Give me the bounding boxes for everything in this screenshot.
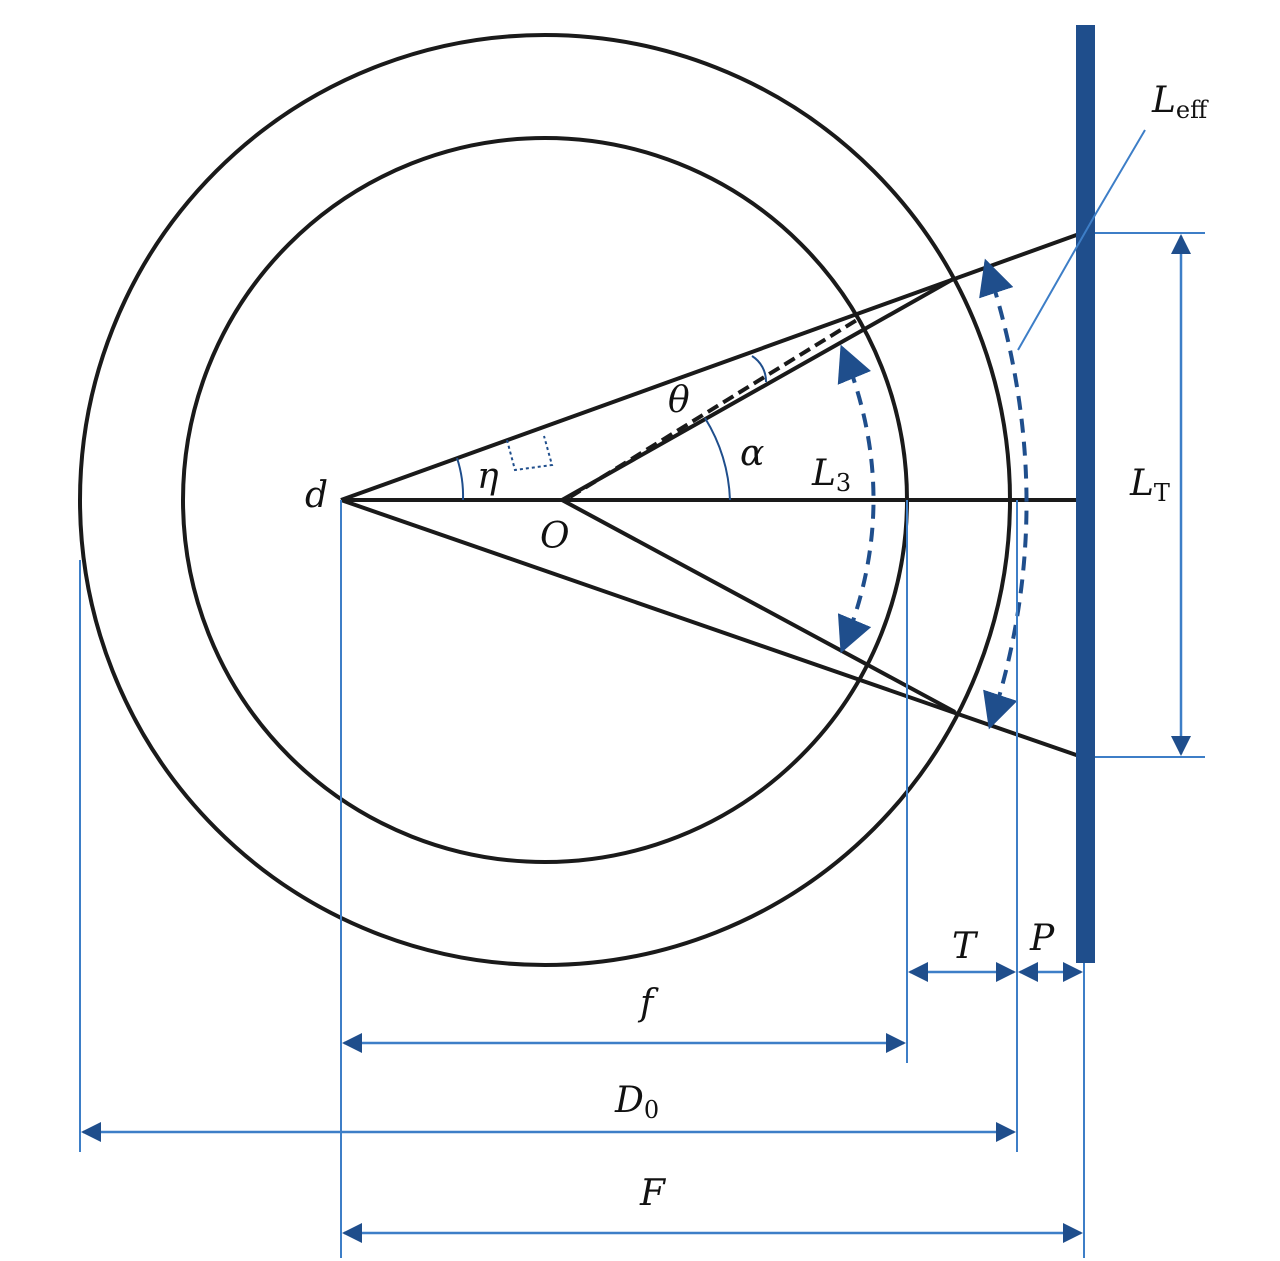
label-D0: D0 — [614, 1080, 659, 1124]
label-Leff-main: L — [1151, 80, 1176, 121]
label-L3: L3 — [811, 453, 851, 497]
detector-plate — [1076, 25, 1095, 963]
label-eta: η — [477, 456, 499, 497]
theta-arc — [751, 355, 768, 383]
label-L3-sub: 3 — [836, 469, 851, 497]
label-Leff: Leff — [1151, 80, 1209, 124]
label-LT-sub: T — [1154, 479, 1170, 507]
right-angle-marker — [506, 435, 554, 472]
label-D0-sub: 0 — [644, 1096, 659, 1124]
label-Leff-sub: eff — [1176, 96, 1209, 124]
ray-lower — [340, 498, 1083, 759]
label-LT: LT — [1129, 463, 1170, 507]
label-D0-main: D — [614, 1080, 644, 1121]
ray-upper — [340, 231, 1083, 502]
ray-upper-from-o — [561, 276, 956, 502]
alpha-arc — [704, 417, 731, 501]
ray-lower-from-o — [561, 498, 956, 714]
label-d: d — [305, 475, 328, 516]
label-theta: θ — [668, 380, 690, 421]
label-T: T — [952, 926, 979, 967]
label-F: F — [639, 1173, 667, 1214]
eta-arc — [456, 457, 465, 501]
label-L3-main: L — [811, 453, 836, 494]
label-O: O — [540, 516, 570, 557]
leff-arc-arrow — [979, 258, 1029, 730]
label-P: P — [1029, 918, 1055, 959]
leff-leader-line — [1017, 129, 1146, 351]
label-LT-main: L — [1129, 463, 1154, 504]
dashed-ray — [568, 316, 862, 499]
label-alpha: α — [740, 433, 764, 474]
label-f: f — [637, 983, 659, 1024]
